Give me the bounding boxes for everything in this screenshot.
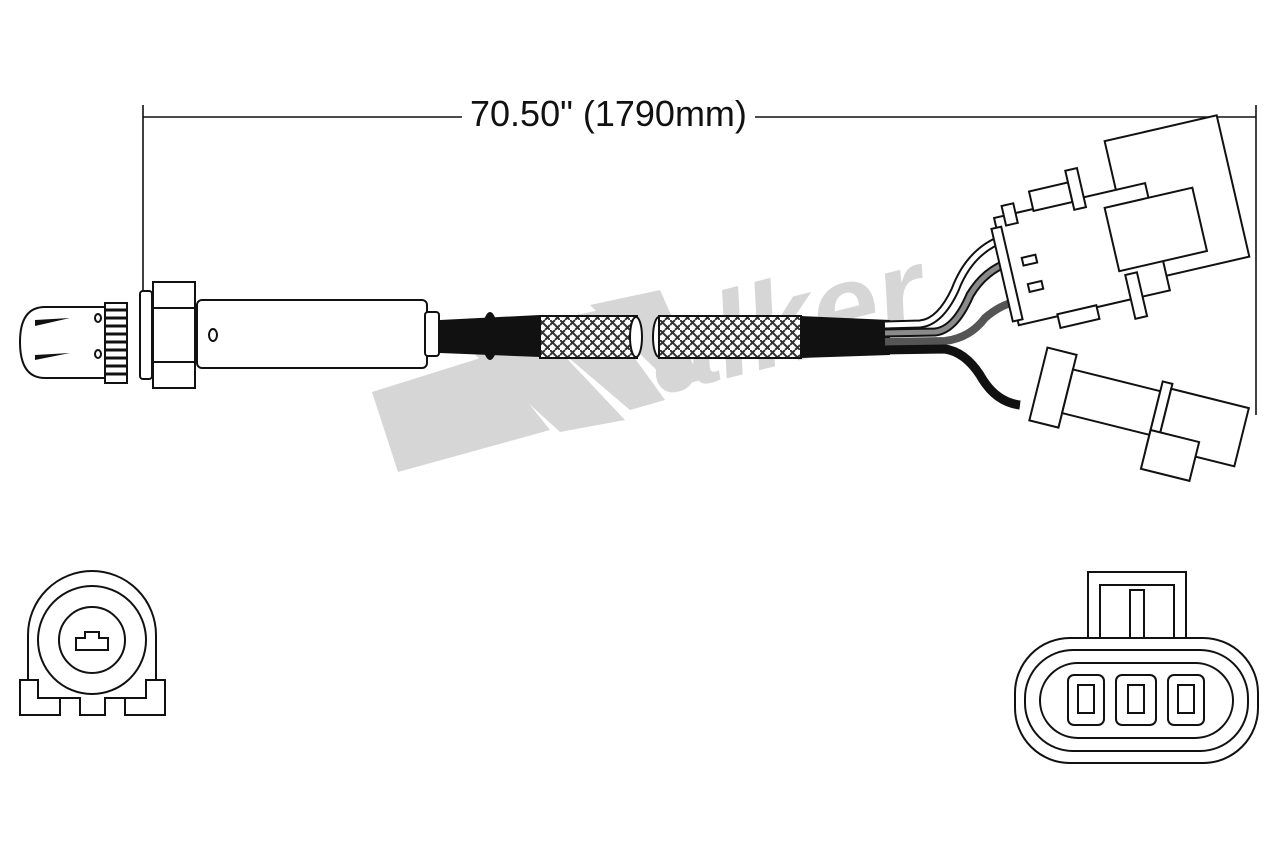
sensor-body bbox=[18, 281, 440, 389]
terminal-slots bbox=[1067, 674, 1205, 726]
sensor-cable bbox=[440, 233, 1021, 410]
sensor-housing bbox=[196, 299, 428, 369]
sensor-end-view bbox=[19, 570, 166, 716]
wire-white bbox=[884, 235, 1006, 328]
braided-sleeve-right bbox=[658, 315, 802, 359]
overall-length-label: 70.50" (1790mm) bbox=[462, 92, 755, 136]
shield-slots bbox=[35, 318, 70, 360]
gasket-ring bbox=[139, 290, 153, 380]
key-tab bbox=[75, 631, 109, 651]
connector-end-view bbox=[1014, 571, 1259, 764]
wire-dark-gray bbox=[884, 298, 1016, 346]
housing-end-cap bbox=[424, 311, 440, 357]
connector2-housing bbox=[1060, 368, 1162, 437]
heater-connector bbox=[1028, 346, 1251, 483]
wire-gray bbox=[884, 259, 1011, 336]
sensor-tip-shield bbox=[18, 306, 106, 379]
hex-nut bbox=[152, 281, 196, 389]
main-connector bbox=[990, 114, 1251, 330]
wire-black bbox=[884, 344, 1021, 410]
braided-sleeve-left bbox=[539, 315, 638, 359]
